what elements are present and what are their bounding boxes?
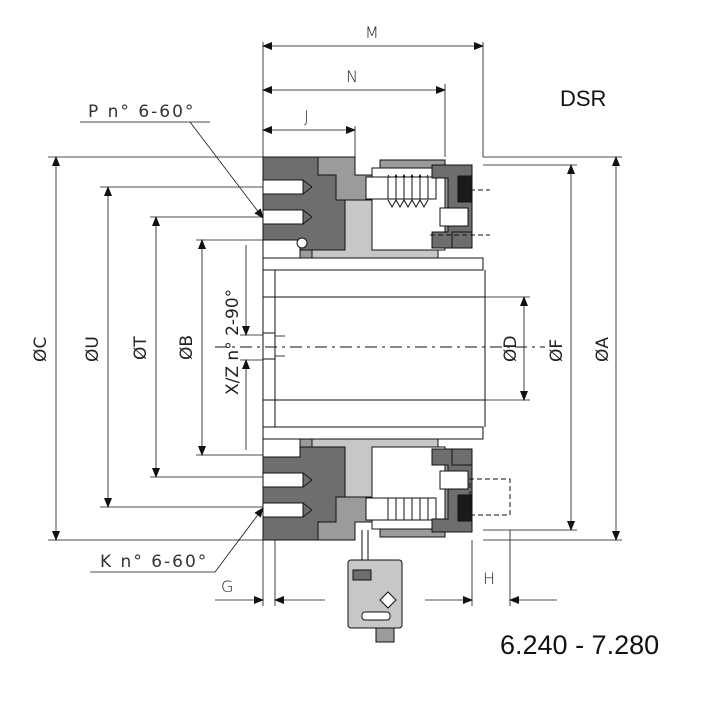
dim-J-label: J — [304, 107, 309, 126]
dim-G-label: G — [221, 577, 233, 596]
dim-C-label: ØC — [31, 337, 51, 362]
lower-section — [262, 426, 511, 541]
sensor-box — [347, 530, 403, 643]
dim-A-label: ØA — [593, 337, 613, 362]
callout-K-label: K n° 6-60° — [100, 552, 208, 572]
bore — [262, 157, 486, 540]
dimension-lines — [48, 42, 622, 606]
dim-H-label: H — [483, 569, 495, 588]
dim-N-label: N — [346, 67, 358, 86]
dim-U-label: ØU — [83, 336, 103, 362]
dim-F-label: ØF — [547, 339, 567, 362]
dimension-labels: M N J G H ØC ØU ØT ØB X/Z n° 2-90° ØD ØF… — [31, 23, 613, 596]
model-name: DSR — [560, 86, 607, 111]
upper-section — [262, 156, 490, 271]
callout-P-label: P n° 6-60° — [88, 102, 195, 122]
dim-T-label: ØT — [131, 336, 151, 360]
dim-B-label: ØB — [177, 335, 197, 360]
dim-D-label: ØD — [501, 336, 521, 362]
dim-M-label: M — [365, 23, 379, 42]
dim-XZ-label: X/Z n° 2-90° — [223, 289, 243, 395]
size-range: 6.240 - 7.280 — [500, 630, 660, 660]
